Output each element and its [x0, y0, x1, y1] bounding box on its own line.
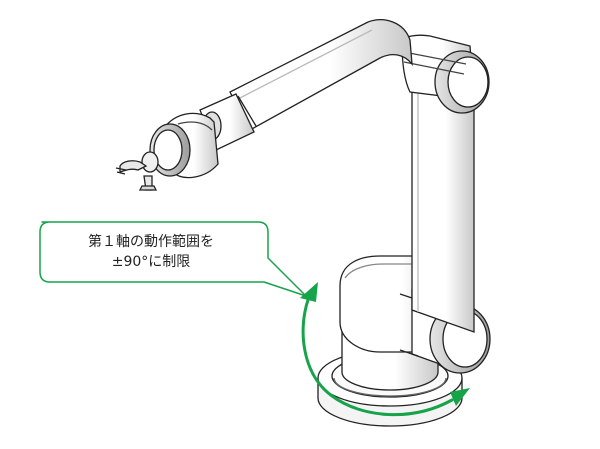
- upper-arm-link: [411, 85, 475, 333]
- gripper: [115, 151, 159, 191]
- rotation-arrowhead-bottom: [450, 388, 470, 406]
- shoulder-joint: [339, 255, 491, 391]
- rotation-arrow-icon: [301, 298, 454, 417]
- callout-box: [39, 221, 307, 297]
- callout-text: 第１軸の動作範囲を ±90°に制限: [40, 232, 262, 272]
- elbow-joint: [401, 34, 490, 114]
- callout-line-1: 第１軸の動作範囲を: [88, 234, 214, 250]
- wrist-joint: [149, 93, 255, 179]
- rotation-arrowhead-top: [300, 282, 318, 302]
- forearm-link: [229, 19, 413, 131]
- callout-line-2: ±90°に制限: [111, 254, 191, 270]
